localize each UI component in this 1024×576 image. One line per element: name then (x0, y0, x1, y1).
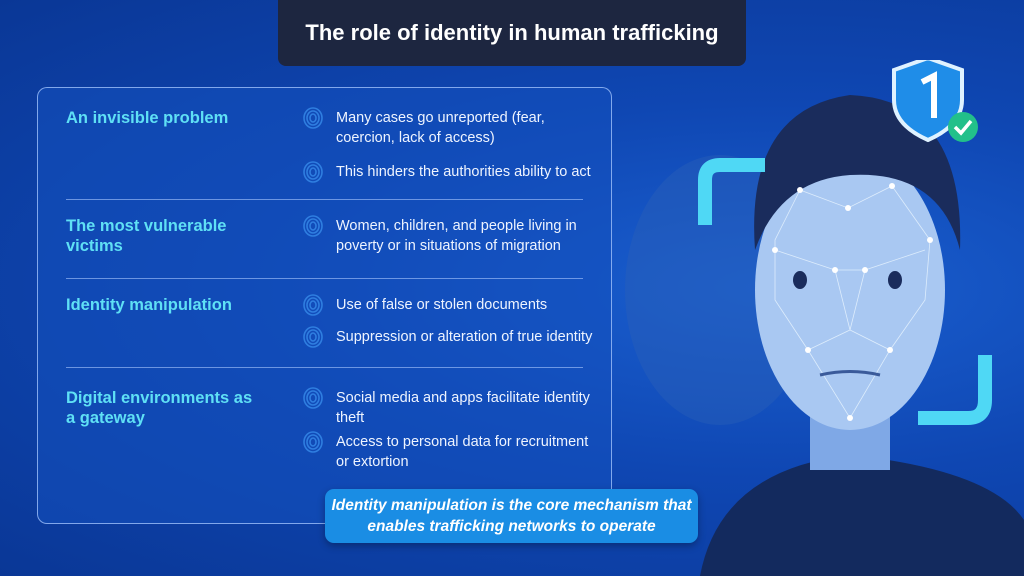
list-item: Access to personal data for recruitment … (302, 431, 602, 472)
list-item: Suppression or alteration of true identi… (302, 326, 602, 349)
check-icon (948, 112, 978, 142)
page-title: The role of identity in human traffickin… (278, 0, 746, 66)
divider (66, 199, 583, 200)
face (755, 150, 945, 430)
fingerprint-icon (303, 431, 323, 453)
section-heading: Digital environments as a gateway (66, 389, 253, 427)
scan-bracket-top-left (698, 158, 765, 225)
divider (66, 367, 583, 368)
shirt (700, 455, 1024, 576)
divider (66, 278, 583, 279)
list-item-text: Use of false or stolen documents (336, 297, 548, 313)
list-item: This hinders the authorities ability to … (302, 161, 602, 184)
fingerprint-icon (303, 107, 323, 129)
face-recognition-illustration (625, 60, 1024, 576)
mouth (819, 370, 881, 377)
list-item: Use of false or stolen documents (302, 294, 602, 317)
scan-bracket-bottom-right (918, 355, 992, 425)
section-heading: Identity manipulation (66, 296, 232, 314)
section-heading: The most vulnerable victims (66, 217, 227, 255)
fingerprint-icon (303, 215, 323, 237)
list-item-text: Suppression or alteration of true identi… (336, 329, 593, 345)
list-item: Women, children, and people living in po… (302, 215, 602, 256)
eye-left (793, 271, 807, 289)
hair (754, 95, 961, 250)
fingerprint-icon (303, 326, 323, 348)
mesh-points (772, 183, 933, 421)
key-message-callout: Identity manipulation is the core mechan… (325, 489, 698, 543)
list-item-text: Social media and apps facilitate identit… (336, 390, 590, 426)
fingerprint-icon (303, 294, 323, 316)
eye-right (888, 271, 902, 289)
fingerprint-icon (303, 387, 323, 409)
list-item-text: Access to personal data for recruitment … (336, 434, 589, 470)
shield-icon (892, 60, 964, 143)
list-item: Social media and apps facilitate identit… (302, 387, 602, 428)
list-item-text: This hinders the authorities ability to … (336, 164, 591, 180)
info-panel: An invisible problem Many cases go unrep… (37, 87, 612, 524)
list-item-text: Women, children, and people living in po… (336, 218, 577, 254)
fingerprint-icon (303, 161, 323, 183)
list-item: Many cases go unreported (fear, coercion… (302, 107, 602, 148)
list-item-text: Many cases go unreported (fear, coercion… (336, 110, 545, 146)
section-heading: An invisible problem (66, 109, 229, 127)
